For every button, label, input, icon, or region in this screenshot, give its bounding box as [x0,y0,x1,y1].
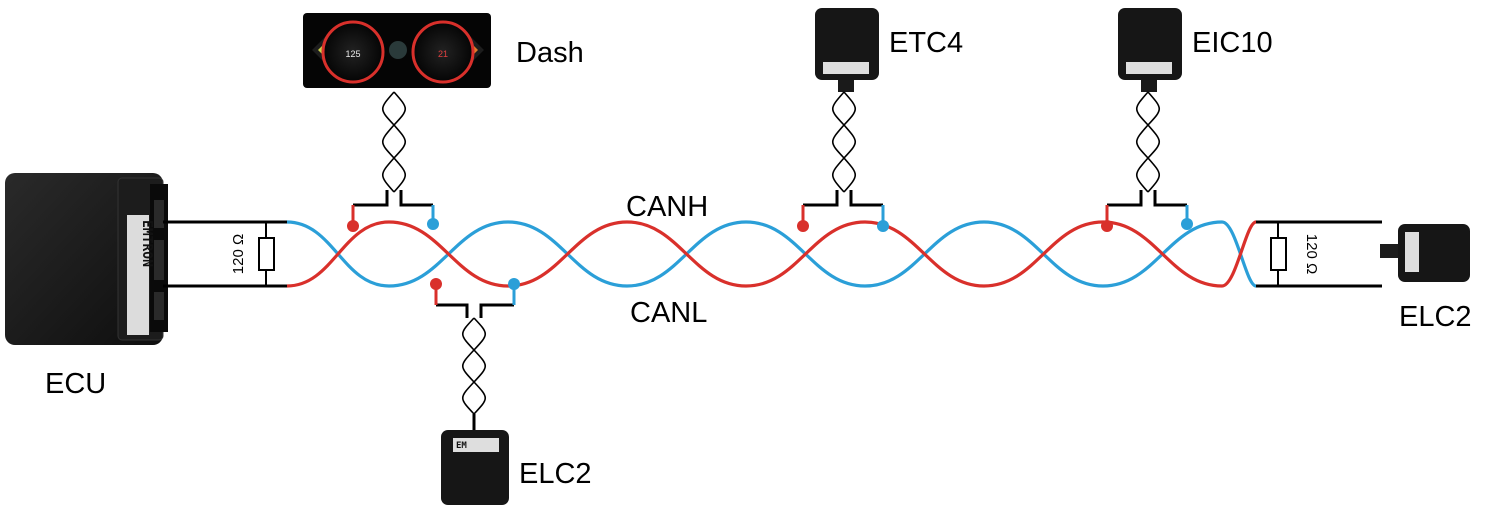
canl-label: CANL [630,297,707,329]
eic10-module-icon [1118,8,1182,92]
canh-label: CANH [626,191,708,223]
svg-text:EMTRON: EMTRON [139,220,154,267]
dash-right-gauge-value: 21 [438,49,448,59]
etc4-module-icon [815,8,879,92]
elc2-right-module-icon [1380,224,1470,282]
stub-wires [163,190,1382,318]
twisted-pair-icon [381,91,1161,430]
elc2-bottom-label: ELC2 [519,458,592,490]
canl-wire [286,220,1257,288]
dash-display-icon: 125 21 [303,13,491,88]
etc4-label: ETC4 [889,27,963,59]
canh-wire [286,220,1257,288]
elc2-right-label: ELC2 [1399,301,1472,333]
eic10-label: EIC10 [1192,27,1273,59]
resistor-right-icon [1270,222,1287,286]
junction-stubs [351,205,1189,305]
resistor-left-icon [258,222,275,286]
ecu-unit-icon: EMTRON [5,173,168,345]
elc2-bottom-module-icon: EM [441,430,509,505]
resistor-left-value: 120 Ω [230,234,247,274]
dash-left-gauge-value: 125 [345,49,360,59]
junction-dots [347,218,1193,290]
ecu-label: ECU [45,368,106,400]
dash-label: Dash [516,37,584,69]
svg-text:EM: EM [456,441,467,451]
resistor-right-value: 120 Ω [1303,234,1320,274]
